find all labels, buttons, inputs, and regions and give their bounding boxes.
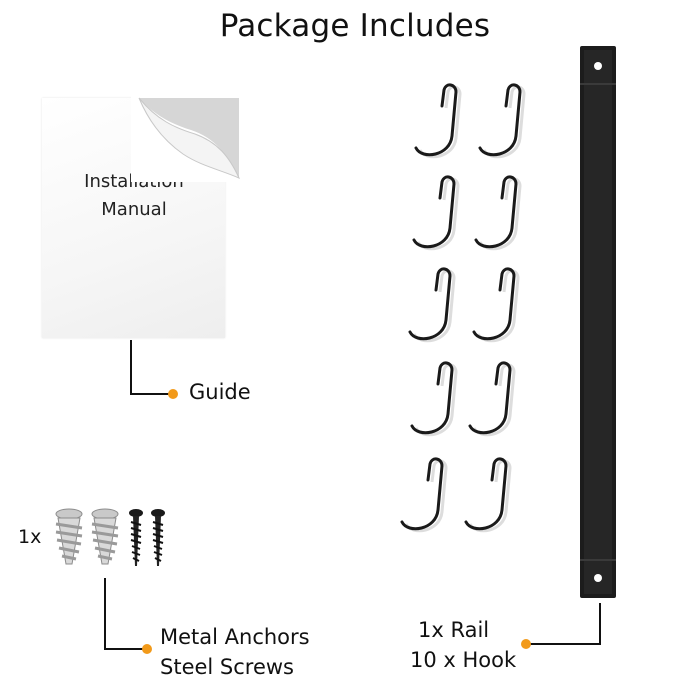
guide-callout-dot [168,389,178,399]
rail-label-line1: 1x Rail [418,618,490,642]
guide-leader-line [130,340,172,395]
s-hook-icon [414,83,462,159]
anchors-label-line1: Metal Anchors [160,625,310,649]
s-hook-icon [400,457,448,533]
s-hook-icon [474,175,522,251]
rail-label-line2: 10 x Hook [410,648,517,672]
s-hook-icon [408,267,456,343]
page-title: Package Includes [219,8,491,44]
s-hook-icon [410,361,458,437]
s-hook-icon [468,361,516,437]
rail-leader-line [528,603,601,645]
steel-screw-icon [151,509,165,566]
s-hook-icon [478,83,526,159]
rail-callout-dot [521,639,531,649]
anchors-callout-dot [142,644,152,654]
s-hook-icon [464,457,512,533]
steel-screw-icon [129,509,143,566]
installation-manual-icon: Installation Manual [42,94,243,338]
metal-anchor-icon [91,508,119,565]
s-hook-icon [412,175,460,251]
s-hook-icon [472,267,520,343]
metal-anchor-icon [55,508,83,565]
rail-icon [580,46,616,598]
anchors-leader-line [104,578,146,650]
anchors-label-line2: Steel Screws [160,655,294,679]
page-curl-icon [131,94,243,182]
guide-label: Guide [189,380,251,404]
anchors-quantity: 1x [18,526,42,548]
